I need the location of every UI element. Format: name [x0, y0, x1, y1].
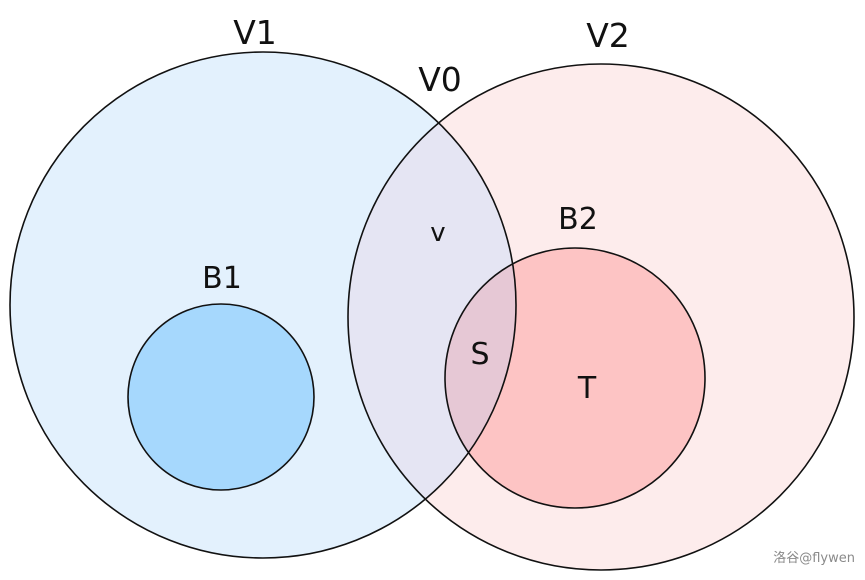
label-b2: B2	[558, 202, 598, 237]
set-b1-outline	[127, 303, 315, 491]
label-b1: B1	[202, 261, 242, 296]
set-v2-outline	[347, 63, 855, 571]
label-t: T	[577, 371, 597, 406]
watermark: 洛谷@flywen	[773, 551, 855, 566]
label-s: S	[470, 337, 489, 372]
label-v: v	[430, 218, 445, 248]
set-b1-fill	[128, 304, 314, 490]
label-v2: V2	[586, 16, 630, 55]
set-b2-outline	[444, 247, 706, 509]
label-v0: V0	[418, 60, 462, 99]
set-v1-outline	[9, 51, 517, 559]
label-v1: V1	[233, 13, 277, 52]
